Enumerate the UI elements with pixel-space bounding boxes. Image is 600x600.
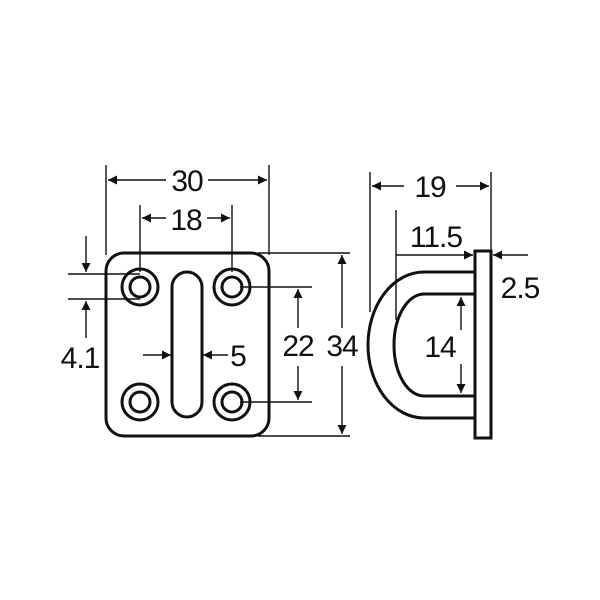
- dimension-hole-spacing-y: 22: [240, 286, 315, 403]
- mounting-hole-bottom-left: [120, 382, 160, 422]
- dimension-width-label: 30: [171, 165, 203, 198]
- dimension-height: 34: [258, 252, 359, 437]
- dimension-height-label: 34: [326, 330, 358, 363]
- dimension-hole-spacing-y-label: 22: [282, 330, 314, 363]
- center-slot: [170, 270, 204, 419]
- dimension-plate-thickness: 2.5: [493, 250, 541, 305]
- dimension-hole-diameter: 4.1: [61, 236, 140, 375]
- dimension-inner-height: 14: [424, 297, 466, 393]
- dimension-inner-depth-label: 11.5: [410, 221, 462, 254]
- back-plate: [473, 249, 493, 440]
- dimension-depth: 19: [369, 171, 492, 312]
- eye-loop: [366, 270, 478, 420]
- side-view: [366, 249, 493, 440]
- dimension-inner-height-label: 14: [424, 331, 456, 364]
- dimension-width: 30: [105, 165, 270, 255]
- dimension-depth-label: 19: [414, 171, 446, 204]
- dimension-inner-depth: 11.5: [395, 210, 473, 320]
- front-view: [104, 251, 271, 438]
- dimension-hole-spacing-x-label: 18: [170, 204, 202, 237]
- dimension-plate-thickness-label: 2.5: [501, 272, 540, 305]
- dimension-hole-spacing-x: 18: [139, 204, 233, 272]
- dimension-slot-width-label: 5: [230, 340, 246, 373]
- mounting-hole-top-right: [212, 267, 252, 307]
- dimension-hole-diameter-label: 4.1: [61, 342, 100, 375]
- dimension-slot-width: 5: [143, 340, 247, 373]
